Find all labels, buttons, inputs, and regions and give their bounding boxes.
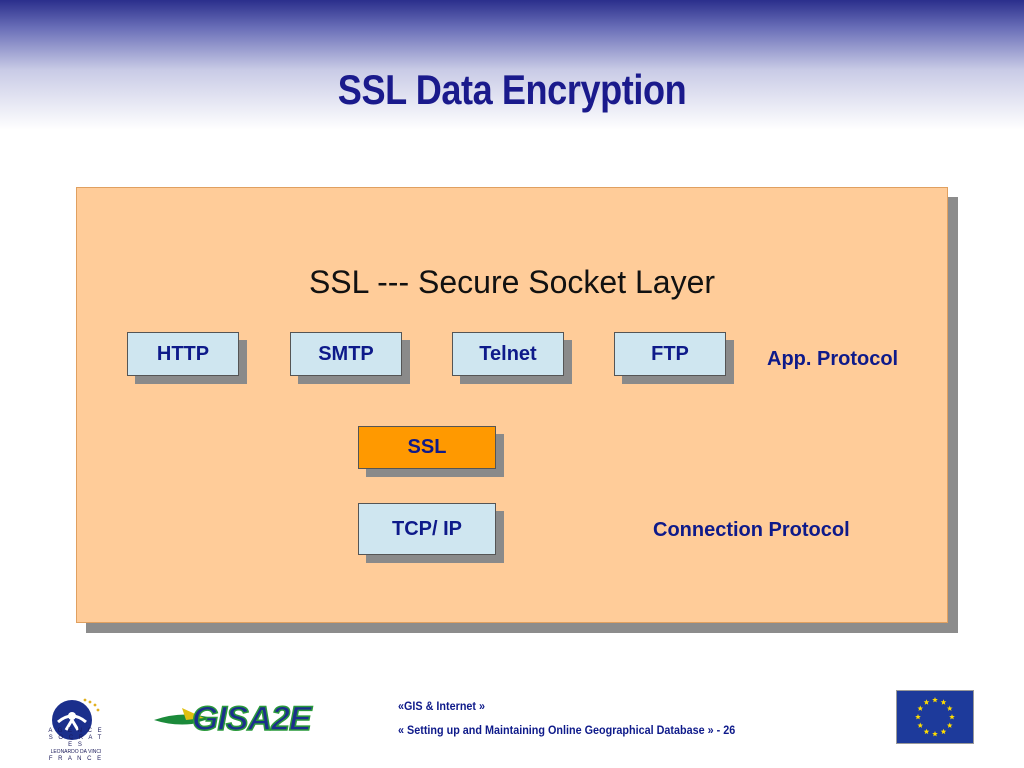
eu-star-icon	[923, 728, 930, 735]
eu-star-icon	[923, 699, 930, 705]
eu-star-icon	[917, 705, 924, 711]
ssl-box: SSL	[358, 426, 504, 477]
telnet-box: Telnet	[452, 332, 572, 384]
smtp-box: SMTP	[290, 332, 410, 384]
tcpip-box: TCP/ IP	[358, 503, 504, 563]
agence-socrates-logo-icon	[52, 698, 100, 740]
app-protocol-label: App. Protocol	[767, 348, 899, 370]
eu-star-icon	[917, 722, 924, 728]
eu-star-icon	[932, 731, 938, 737]
ftp-box: FTP	[614, 332, 734, 384]
ftp-label: FTP	[614, 332, 726, 376]
eu-star-icon	[946, 705, 953, 711]
eu-star-icon	[932, 697, 938, 703]
tcpip-label: TCP/ IP	[358, 503, 496, 555]
eu-star-icon	[940, 728, 947, 735]
slide-title: SSL Data Encryption	[337, 66, 687, 113]
http-label: HTTP	[127, 332, 239, 376]
eu-star-icon	[946, 722, 953, 728]
smtp-label: SMTP	[290, 332, 402, 376]
svg-text:GISA2E: GISA2E	[192, 700, 313, 738]
eu-star-icon	[949, 714, 955, 720]
ssl-label: SSL	[358, 426, 496, 469]
eu-star-icon	[940, 699, 947, 705]
gisa2e-logo-icon: GISA2E	[154, 699, 315, 738]
eu-star-icon	[915, 714, 921, 720]
eu-flag-icon	[896, 690, 974, 744]
http-box: HTTP	[127, 332, 247, 384]
footer-course-title: «GIS & Internet »	[398, 699, 486, 713]
agence-socrates-text: A G E N C E S O C R A T E S LEONARDO DA …	[48, 728, 104, 762]
subtitle: SSL --- Secure Socket Layer	[308, 264, 716, 300]
telnet-label: Telnet	[452, 332, 564, 376]
connection-protocol-label: Connection Protocol	[653, 519, 850, 541]
diagram-panel: SSL --- Secure Socket Layer HTTP SMTP Te…	[76, 187, 948, 623]
footer-course-subtitle: « Setting up and Maintaining Online Geog…	[398, 723, 736, 737]
